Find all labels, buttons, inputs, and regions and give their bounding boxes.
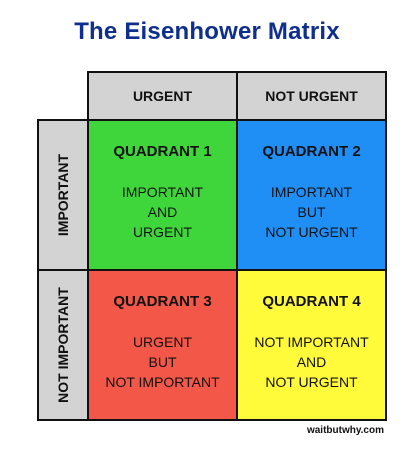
quadrant-line: NOT URGENT	[265, 224, 358, 240]
quadrant-line: AND	[296, 354, 327, 370]
quadrant-title: QUADRANT 2	[262, 143, 361, 160]
quadrant-title: QUADRANT 4	[262, 293, 361, 310]
quadrant-line: BUT	[148, 354, 177, 370]
quadrant-line: BUT	[297, 204, 326, 220]
quadrant-line: NOT IMPORTANT	[105, 374, 220, 390]
quadrant-title: QUADRANT 1	[113, 143, 212, 160]
column-header-urgent: URGENT	[87, 71, 238, 121]
column-header-label: URGENT	[132, 88, 193, 104]
quadrant-4: QUADRANT 4 NOT IMPORTANT AND NOT URGENT	[236, 269, 387, 421]
quadrant-1: QUADRANT 1 IMPORTANT AND URGENT	[87, 119, 238, 271]
row-header-label: NOT IMPORTANT	[55, 287, 71, 403]
row-header-label: IMPORTANT	[55, 153, 71, 237]
column-header-not-urgent: NOT URGENT	[236, 71, 387, 121]
quadrant-2: QUADRANT 2 IMPORTANT BUT NOT URGENT	[236, 119, 387, 271]
quadrant-line: URGENT	[132, 334, 193, 350]
column-header-label: NOT URGENT	[265, 88, 358, 104]
quadrant-line: NOT IMPORTANT	[254, 334, 369, 350]
quadrant-line: URGENT	[132, 224, 193, 240]
row-header-important: IMPORTANT	[37, 119, 89, 271]
quadrant-line: NOT URGENT	[265, 374, 358, 390]
quadrant-title: QUADRANT 3	[113, 293, 212, 310]
source-credit: waitbutwhy.com	[306, 425, 384, 436]
quadrant-line: IMPORTANT	[121, 184, 204, 200]
row-header-not-important: NOT IMPORTANT	[37, 269, 89, 421]
quadrant-3: QUADRANT 3 URGENT BUT NOT IMPORTANT	[87, 269, 238, 421]
matrix-title: The Eisenhower Matrix	[74, 18, 340, 45]
quadrant-line: AND	[147, 204, 178, 220]
quadrant-line: IMPORTANT	[270, 184, 353, 200]
